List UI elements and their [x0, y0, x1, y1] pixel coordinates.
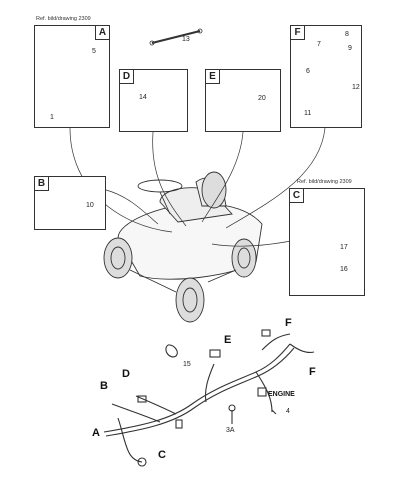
- harness-label-c: C: [158, 449, 166, 461]
- part-number-7: 7: [317, 41, 321, 48]
- part-number-4: 4: [286, 408, 290, 415]
- part-number-1: 1: [50, 114, 54, 121]
- part-number-20: 20: [258, 95, 266, 102]
- harness-label-d: D: [122, 368, 130, 380]
- part-number-16: 16: [340, 266, 348, 273]
- box-letter-b: B: [34, 176, 49, 191]
- part-number-8: 8: [345, 31, 349, 38]
- box-letter-c: C: [289, 188, 304, 203]
- detail-box-a: A: [34, 25, 110, 128]
- part-number-6: 6: [306, 68, 310, 75]
- part-number-9: 9: [348, 45, 352, 52]
- detail-box-b: B: [34, 176, 106, 230]
- box-letter-a: A: [95, 25, 110, 40]
- part-number-17: 17: [340, 244, 348, 251]
- harness-illustration: [103, 329, 315, 467]
- tractor-illustration: [103, 171, 263, 323]
- box-letter-f: F: [290, 25, 305, 40]
- engine-label: ENGINE: [268, 391, 295, 398]
- cable-part-13: [151, 30, 201, 44]
- ref-label-c: Ref. bild/drawing 2309: [297, 179, 352, 185]
- part-number-14: 14: [139, 94, 147, 101]
- box-letter-e: E: [205, 69, 220, 84]
- harness-label-a: A: [92, 427, 100, 439]
- detail-box-d: D: [119, 69, 188, 132]
- harness-label-f-top: F: [285, 317, 292, 329]
- detail-box-c: C: [289, 188, 365, 296]
- ref-label-a: Ref. bild/drawing 2309: [36, 16, 91, 22]
- leader-lines: [69, 127, 326, 247]
- harness-label-e: E: [224, 334, 232, 346]
- part-number-3a: 3A: [226, 427, 235, 434]
- detail-box-f: F: [290, 25, 362, 128]
- harness-label-b: B: [100, 380, 108, 392]
- part-number-5: 5: [92, 48, 96, 55]
- part-number-15: 15: [183, 361, 191, 368]
- part-number-10: 10: [86, 202, 94, 209]
- harness-label-f-right: F: [309, 366, 316, 378]
- part-number-11: 11: [304, 110, 312, 117]
- detail-box-e: E: [205, 69, 281, 132]
- part-number-12: 12: [352, 84, 360, 91]
- box-letter-d: D: [119, 69, 134, 84]
- part-number-13: 13: [182, 36, 190, 43]
